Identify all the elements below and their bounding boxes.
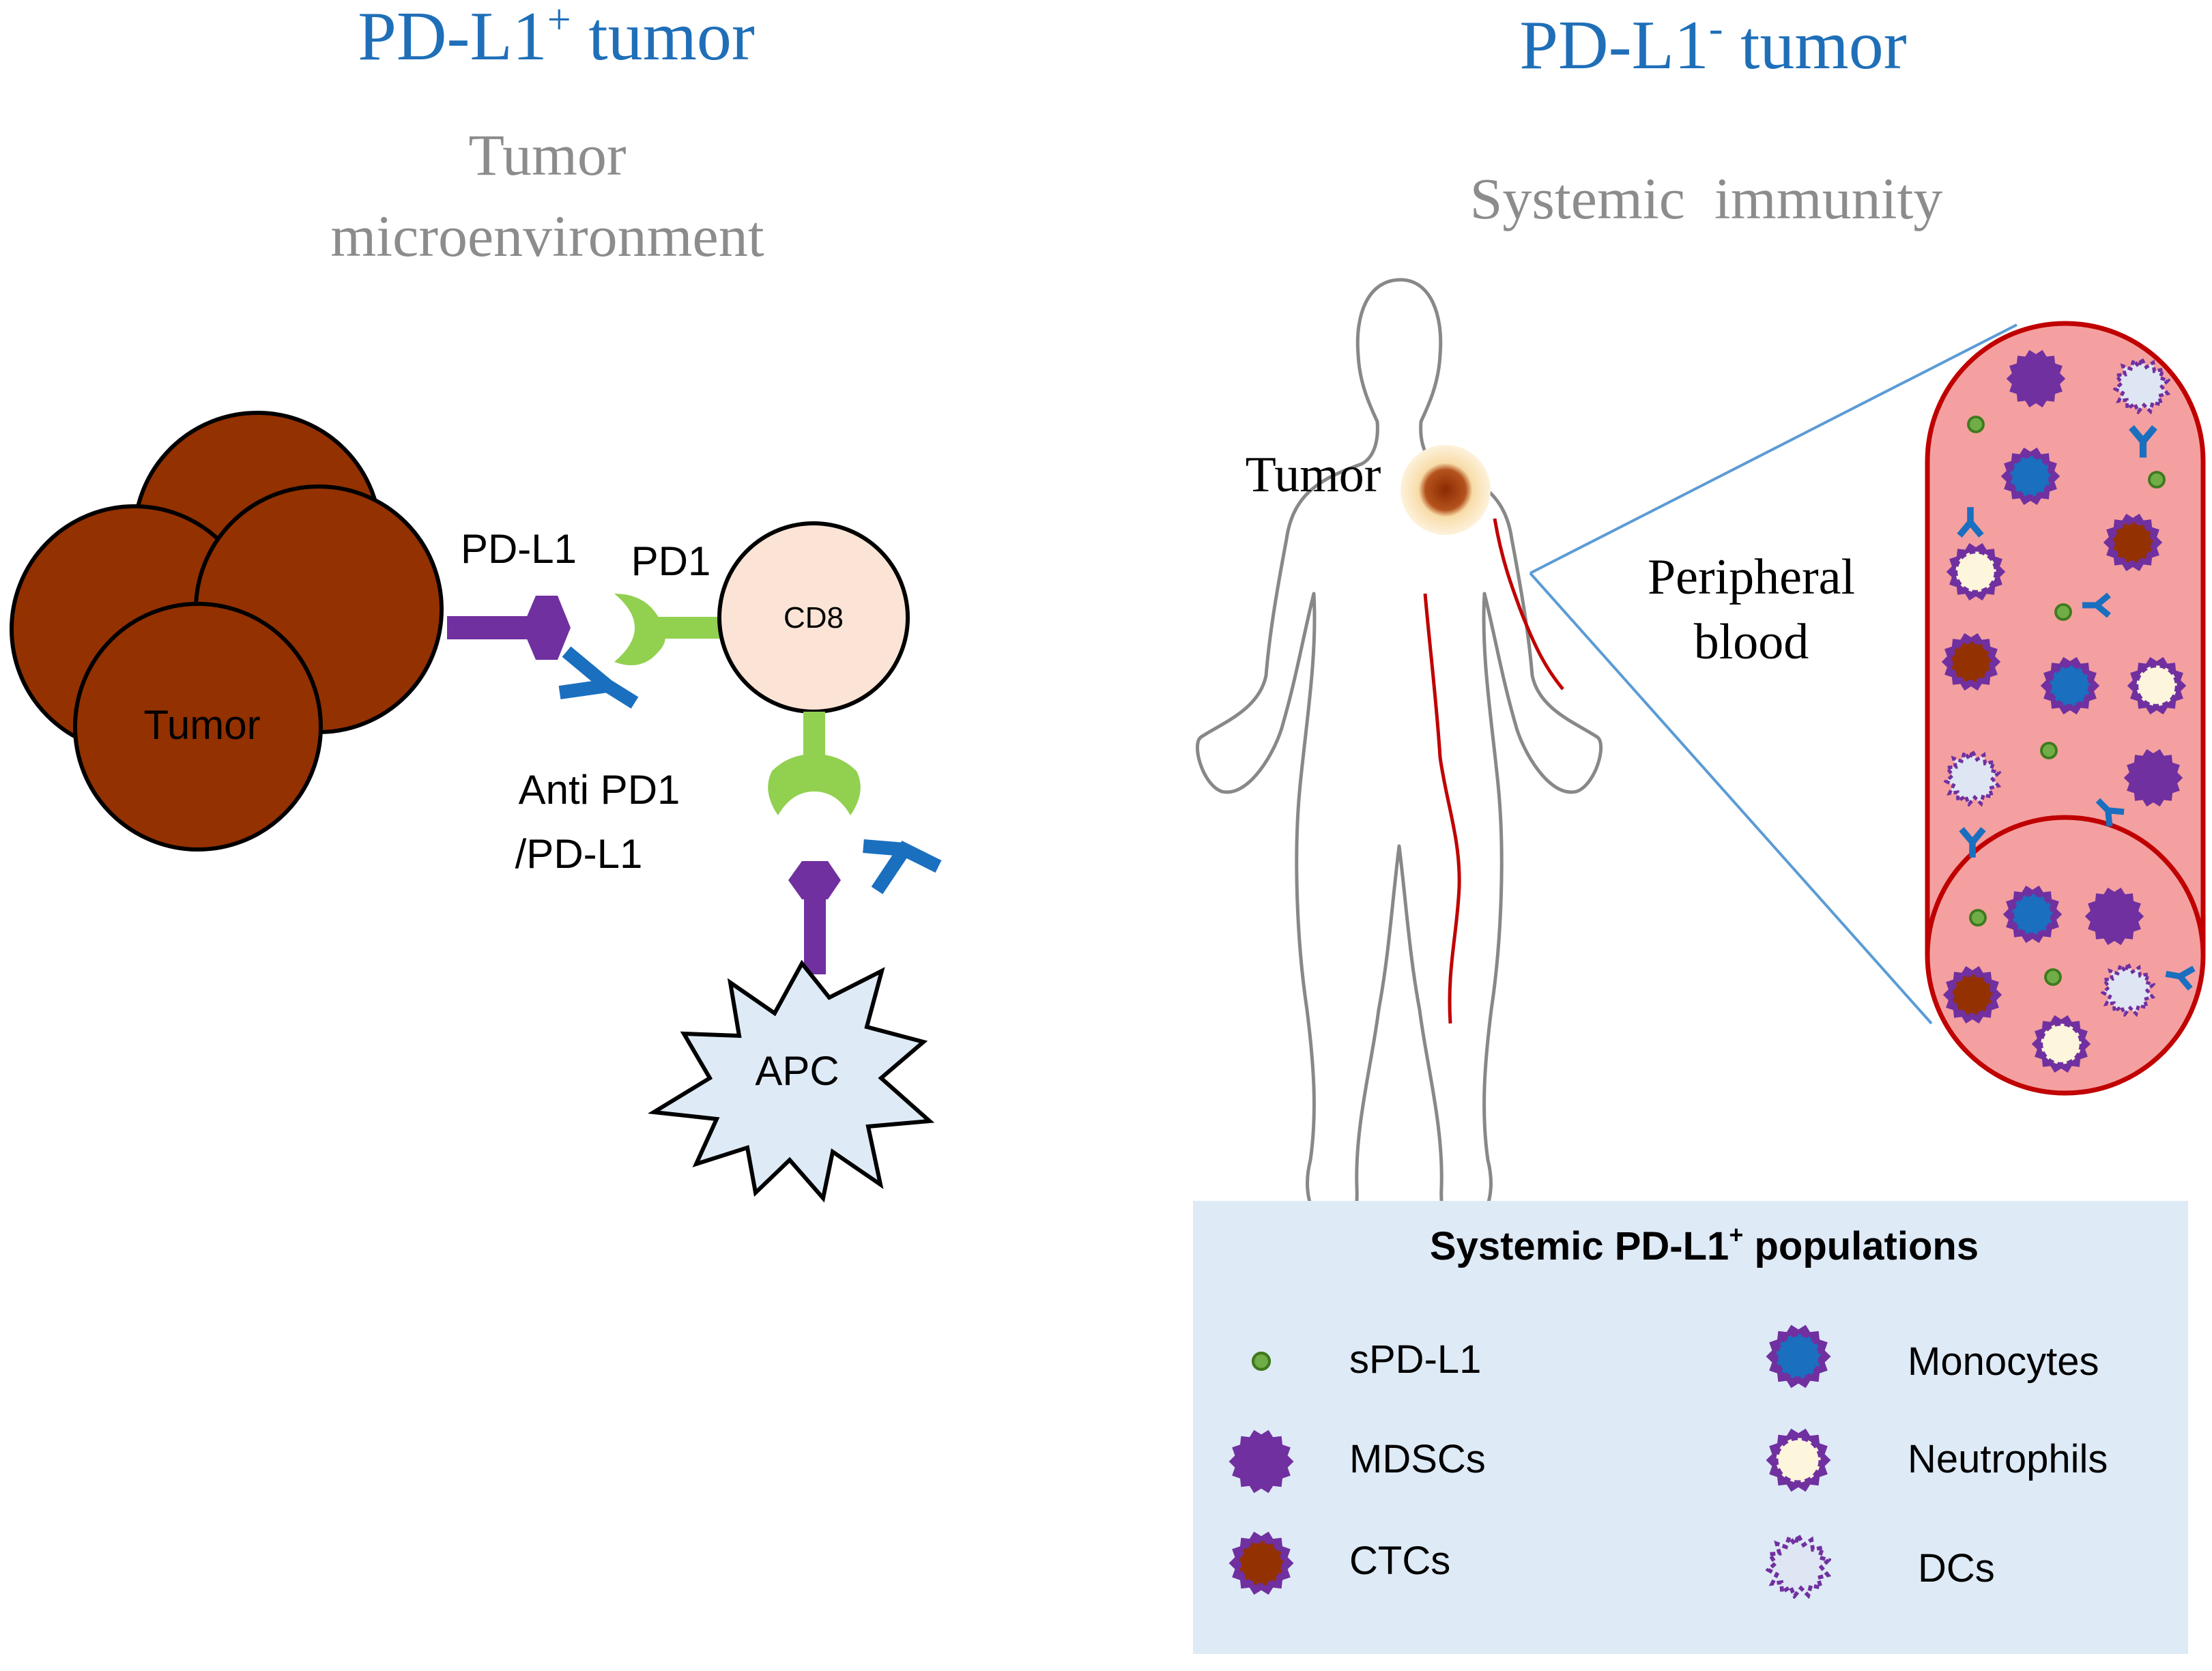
ctc-cell-icon: [1229, 1531, 1294, 1595]
pdl1-label: PD-L1: [461, 526, 577, 572]
zoom-line-top: [1529, 323, 2017, 575]
pd1-label: PD1: [631, 538, 711, 584]
legend-box: [1193, 1201, 2188, 1654]
legend-label: CTCs: [1349, 1539, 1450, 1583]
cd8-lower-receptor: [768, 712, 861, 815]
vessel-antibody: [1959, 827, 1986, 858]
blood-vessel-arm: [1493, 518, 1564, 691]
neutrophil-cell-icon: [1766, 1428, 1831, 1492]
vessel-spdl1-dot: [2044, 968, 2062, 986]
vessel-mdsc-cell: [2123, 749, 2183, 807]
vessel-mdsc-cell: [2084, 887, 2144, 946]
vessel-neutrophil-cell: [1946, 542, 2006, 601]
body-tumor-label: Tumor: [1246, 447, 1381, 503]
vessel-ctc-cell: [1941, 633, 2001, 691]
left-panel: PD-L1+ tumor Tumor microenvironment Tumo…: [10, 0, 942, 1203]
legend-label: sPD-L1: [1349, 1337, 1481, 1382]
vessel-monocyte-cell: [2000, 447, 2060, 506]
vessel-monocyte-cell: [2002, 885, 2063, 944]
pdl1-stem: [447, 616, 536, 639]
vessel-antibody: [1957, 507, 1984, 538]
lower-pd1-cup: [768, 754, 861, 815]
apc-label: APC: [755, 1048, 839, 1094]
monocyte-cell-icon: [1766, 1324, 1831, 1389]
zoom-line-bottom: [1529, 572, 1933, 1025]
right-title: PD-L1- tumor: [1519, 5, 1907, 84]
legend-title: Systemic PD-L1+ populations: [1430, 1221, 1979, 1268]
vessel-neutrophil-cell: [2127, 656, 2187, 715]
legend-panel: Systemic PD-L1+ populations sPD-L1MDSCsC…: [1193, 1201, 2188, 1654]
right-subtitle: Systemic immunity: [1470, 166, 1943, 231]
right-panel: PD-L1- tumor Systemic immunity Tumor Per…: [1195, 5, 2206, 1234]
left-title: PD-L1+ tumor: [358, 0, 755, 75]
blood-label-line2: blood: [1694, 614, 1809, 670]
legend-label: DCs: [1918, 1546, 1995, 1590]
cd8-label: CD8: [784, 601, 844, 635]
legend-label: Neutrophils: [1908, 1437, 2108, 1481]
tumor-cluster: [10, 411, 444, 852]
vessel-monocyte-cell: [2040, 656, 2100, 715]
vessel-spdl1-dot: [2040, 742, 2058, 759]
vessel-spdl1-dot: [1969, 909, 1987, 927]
tumor-pdl1-receptor: [447, 596, 571, 660]
antibody-icon: [558, 646, 639, 709]
apc-pdl1-hexagon: [788, 861, 841, 899]
mdsc-cell-icon: [1229, 1429, 1294, 1494]
vessel-cells: [1941, 349, 2196, 1073]
blood-vessel-capsule: [1925, 321, 2206, 1096]
vessel-ctc-cell: [1942, 965, 2002, 1024]
vessel-spdl1-dot: [1967, 416, 1985, 433]
apc-pdl1-receptor: [788, 861, 841, 974]
pd1-cup: [614, 594, 665, 665]
tumor-cell-front: [73, 602, 323, 852]
vessel-ctc-cell: [2103, 513, 2163, 572]
antibody-icon-2: [863, 839, 942, 895]
apc-pdl1-stem: [804, 887, 826, 974]
vessel-antibody: [2165, 965, 2196, 991]
body-tumor-icon: [1401, 445, 1491, 535]
vessel-antibody: [2095, 798, 2125, 827]
pdl1-hexagon: [522, 596, 571, 660]
vessel-antibody: [2082, 592, 2111, 618]
legend-label: Monocytes: [1908, 1339, 2099, 1384]
apc-cell: [647, 959, 935, 1203]
antibody-label-line1: Anti PD1: [519, 767, 680, 813]
tumor-label: Tumor: [143, 702, 260, 748]
cd8-pd1-receptor: [614, 594, 723, 665]
human-body-outline: [1195, 278, 1603, 1234]
blood-vessel-leg: [1423, 593, 1461, 1024]
pd1-stem: [655, 617, 723, 639]
antibody-label-line2: /PD-L1: [515, 831, 643, 877]
spdl1-dot-icon: [1251, 1351, 1272, 1371]
vessel-mdsc-cell: [2006, 349, 2066, 408]
vessel-antibody: [2129, 425, 2157, 458]
vessel-cross-section: [1927, 815, 2203, 1093]
blood-label-line1: Peripheral: [1648, 549, 1855, 605]
legend-label: MDSCs: [1349, 1437, 1486, 1481]
left-subtitle-line2: microenvironment: [330, 203, 764, 269]
vessel-spdl1-dot: [2148, 471, 2166, 489]
vessel-spdl1-dot: [2054, 603, 2072, 621]
vessel-neutrophil-cell: [2031, 1015, 2091, 1073]
left-subtitle-line1: Tumor: [468, 122, 626, 188]
